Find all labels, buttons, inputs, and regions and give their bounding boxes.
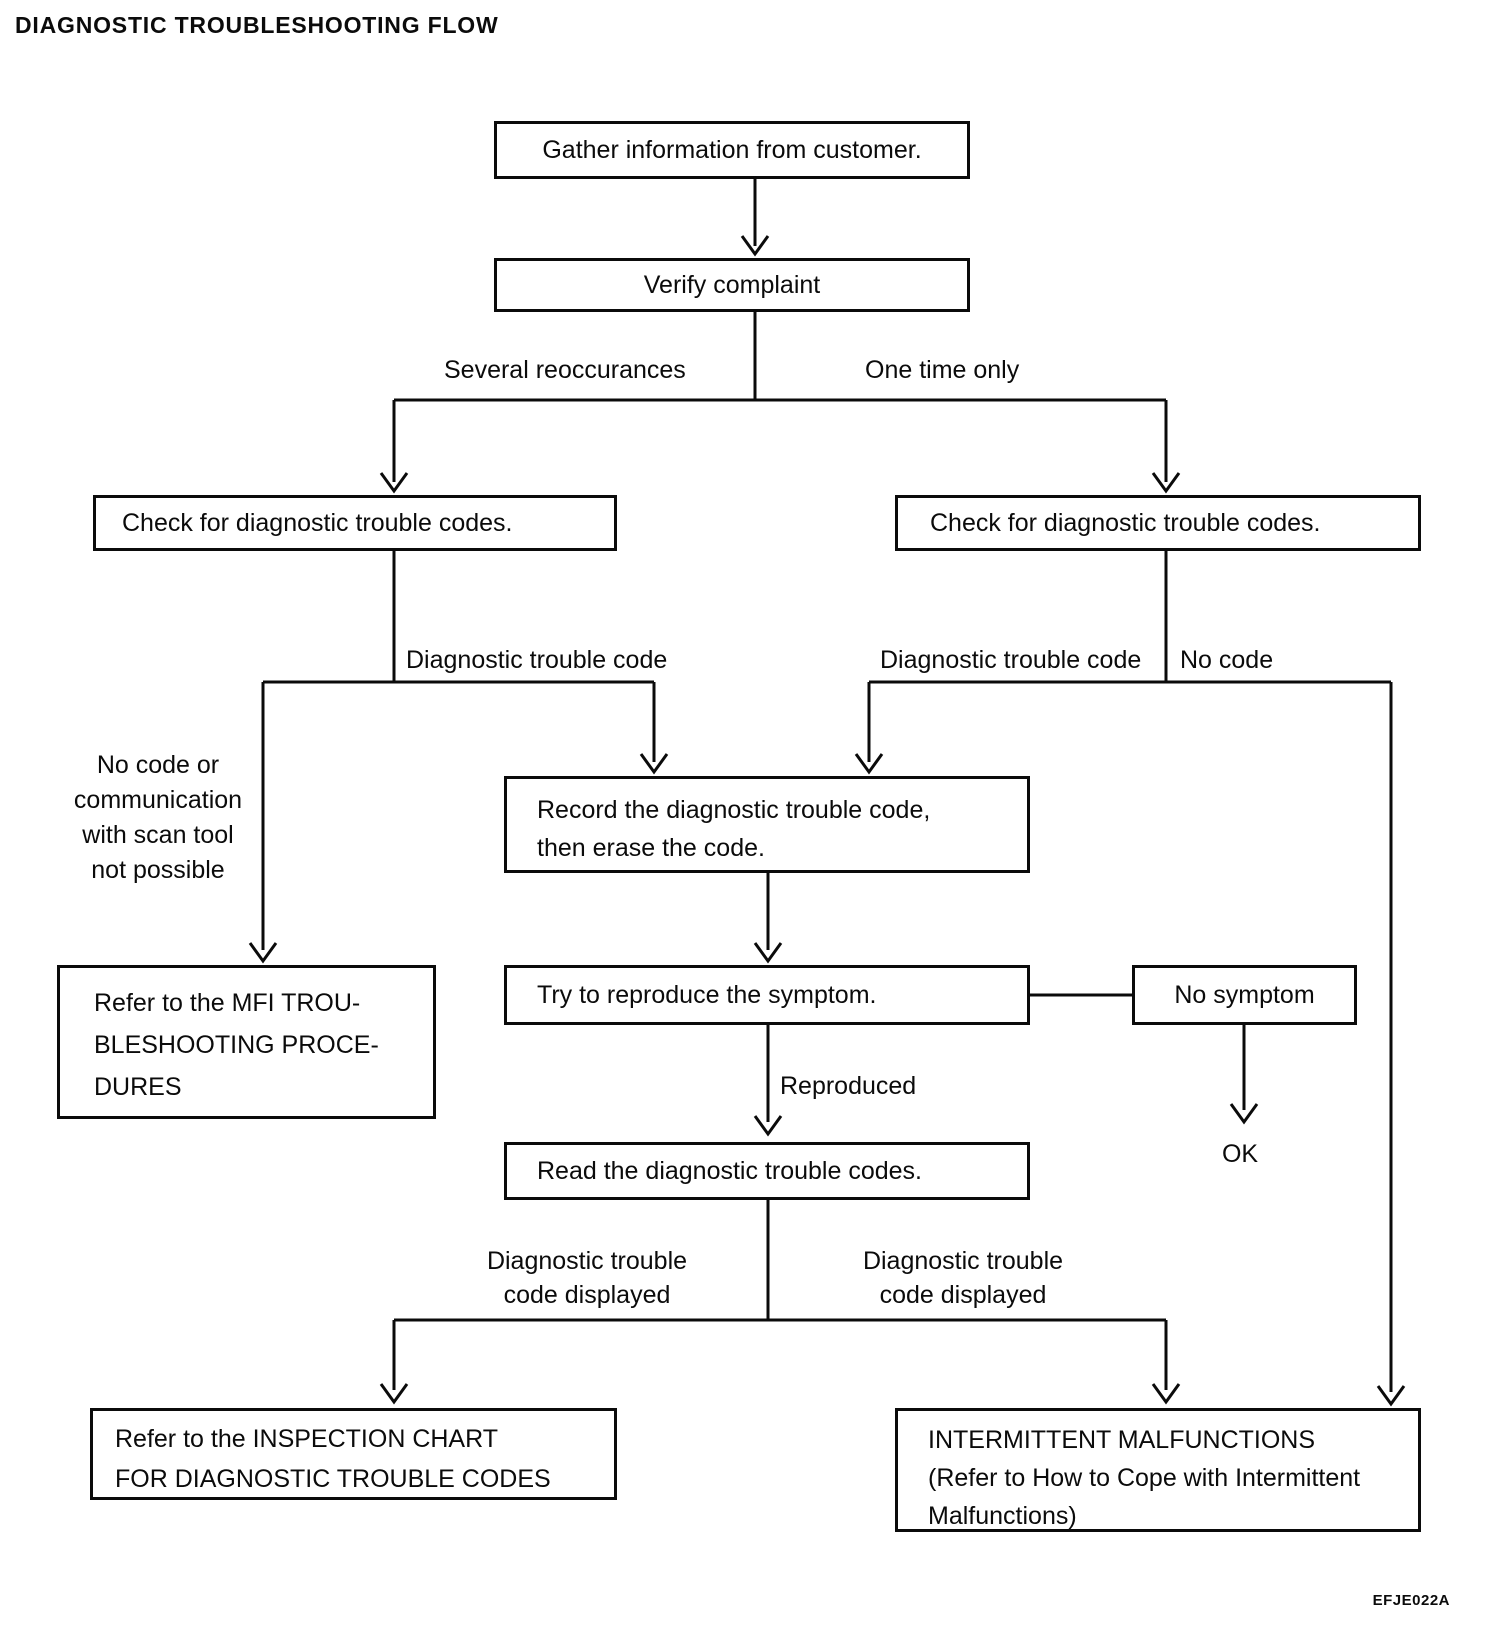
branch-label-dtc-left: Diagnostic trouble code <box>406 646 668 674</box>
page-title: DIAGNOSTIC TROUBLESHOOTING FLOW <box>15 12 499 38</box>
branch-label-dtc-displayed-right: Diagnostic trouble code displayed <box>813 1244 1113 1312</box>
arrowhead-into-try <box>753 942 783 964</box>
node-gather-information: Gather information from customer. <box>494 121 970 179</box>
node-check-codes-right-label: Check for diagnostic trouble codes. <box>930 508 1321 537</box>
arrowhead-into-read <box>753 1115 783 1137</box>
branch-label-dtc-displayed-left-line2: code displayed <box>503 1281 671 1309</box>
node-try-reproduce: Try to reproduce the symptom. <box>504 965 1030 1025</box>
arrowhead-no-code-into-intermittent <box>1376 1385 1406 1407</box>
arrowhead-into-verify <box>740 235 770 257</box>
branch-label-no-code-or-communication: No code or communication with scan tool … <box>38 748 278 888</box>
branch-label-no-code-or-line1: No code or <box>96 751 220 779</box>
node-record-erase-code: Record the diagnostic trouble code, then… <box>504 776 1030 873</box>
node-gather-information-label: Gather information from customer. <box>542 135 922 164</box>
arrowhead-into-check-right <box>1151 472 1181 494</box>
arrowhead-into-ok <box>1229 1103 1259 1125</box>
node-mfi-procedures-line3: DURES <box>94 1073 182 1101</box>
branch-label-reproduced: Reproduced <box>780 1072 917 1100</box>
arrowhead-into-intermittent <box>1151 1383 1181 1405</box>
node-no-symptom-label: No symptom <box>1174 980 1315 1009</box>
branch-label-dtc-displayed-left-line1: Diagnostic trouble <box>486 1247 688 1275</box>
branch-label-no-code: No code <box>1180 646 1274 674</box>
node-inspection-chart-line2: FOR DIAGNOSTIC TROUBLE CODES <box>115 1465 551 1493</box>
arrowhead-into-check-left <box>379 472 409 494</box>
node-read-codes-label: Read the diagnostic trouble codes. <box>537 1156 922 1185</box>
node-intermittent-malfunctions-line2: (Refer to How to Cope with Intermittent <box>928 1464 1361 1492</box>
node-check-codes-left: Check for diagnostic trouble codes. <box>93 495 617 551</box>
arrowhead-into-record-left <box>639 753 669 775</box>
branch-label-several-reoccurances: Several reoccurances <box>444 356 686 384</box>
branch-label-dtc-displayed-left: Diagnostic trouble code displayed <box>437 1244 737 1312</box>
branch-label-dtc-displayed-right-line1: Diagnostic trouble <box>862 1247 1064 1275</box>
node-check-codes-left-label: Check for diagnostic trouble codes. <box>122 508 513 537</box>
terminal-label-ok: OK <box>1221 1140 1259 1168</box>
node-check-codes-right: Check for diagnostic trouble codes. <box>895 495 1421 551</box>
node-intermittent-malfunctions-line1: INTERMITTENT MALFUNCTIONS <box>928 1426 1316 1454</box>
arrowhead-into-inspection <box>379 1383 409 1405</box>
node-intermittent-malfunctions-line3: Malfunctions) <box>928 1502 1077 1530</box>
node-read-codes: Read the diagnostic trouble codes. <box>504 1142 1030 1200</box>
node-inspection-chart-line1: Refer to the INSPECTION CHART <box>115 1425 498 1453</box>
node-record-erase-code-line2: then erase the code. <box>537 834 765 862</box>
arrowhead-into-mfi <box>248 942 278 964</box>
branch-label-no-code-or-line2: communication <box>73 786 243 814</box>
node-verify-complaint: Verify complaint <box>494 258 970 312</box>
node-verify-complaint-label: Verify complaint <box>643 270 821 299</box>
branch-label-no-code-or-line4: not possible <box>91 856 225 884</box>
node-try-reproduce-label: Try to reproduce the symptom. <box>537 980 877 1009</box>
node-mfi-procedures-line1: Refer to the MFI TROU- <box>94 989 361 1017</box>
branch-label-dtc-displayed-right-line2: code displayed <box>879 1281 1047 1309</box>
figure-code: EFJE022A <box>1372 1592 1450 1609</box>
node-intermittent-malfunctions: INTERMITTENT MALFUNCTIONS (Refer to How … <box>895 1408 1421 1532</box>
node-inspection-chart: Refer to the INSPECTION CHART FOR DIAGNO… <box>90 1408 617 1500</box>
node-record-erase-code-line1: Record the diagnostic trouble code, <box>537 796 931 824</box>
node-mfi-procedures: Refer to the MFI TROU- BLESHOOTING PROCE… <box>57 965 436 1119</box>
node-no-symptom: No symptom <box>1132 965 1357 1025</box>
branch-label-one-time-only: One time only <box>865 356 1020 384</box>
node-mfi-procedures-line2: BLESHOOTING PROCE- <box>94 1031 379 1059</box>
arrowhead-into-record-right <box>854 753 884 775</box>
branch-label-no-code-or-line3: with scan tool <box>82 821 234 849</box>
branch-label-dtc-right: Diagnostic trouble code <box>880 646 1142 674</box>
